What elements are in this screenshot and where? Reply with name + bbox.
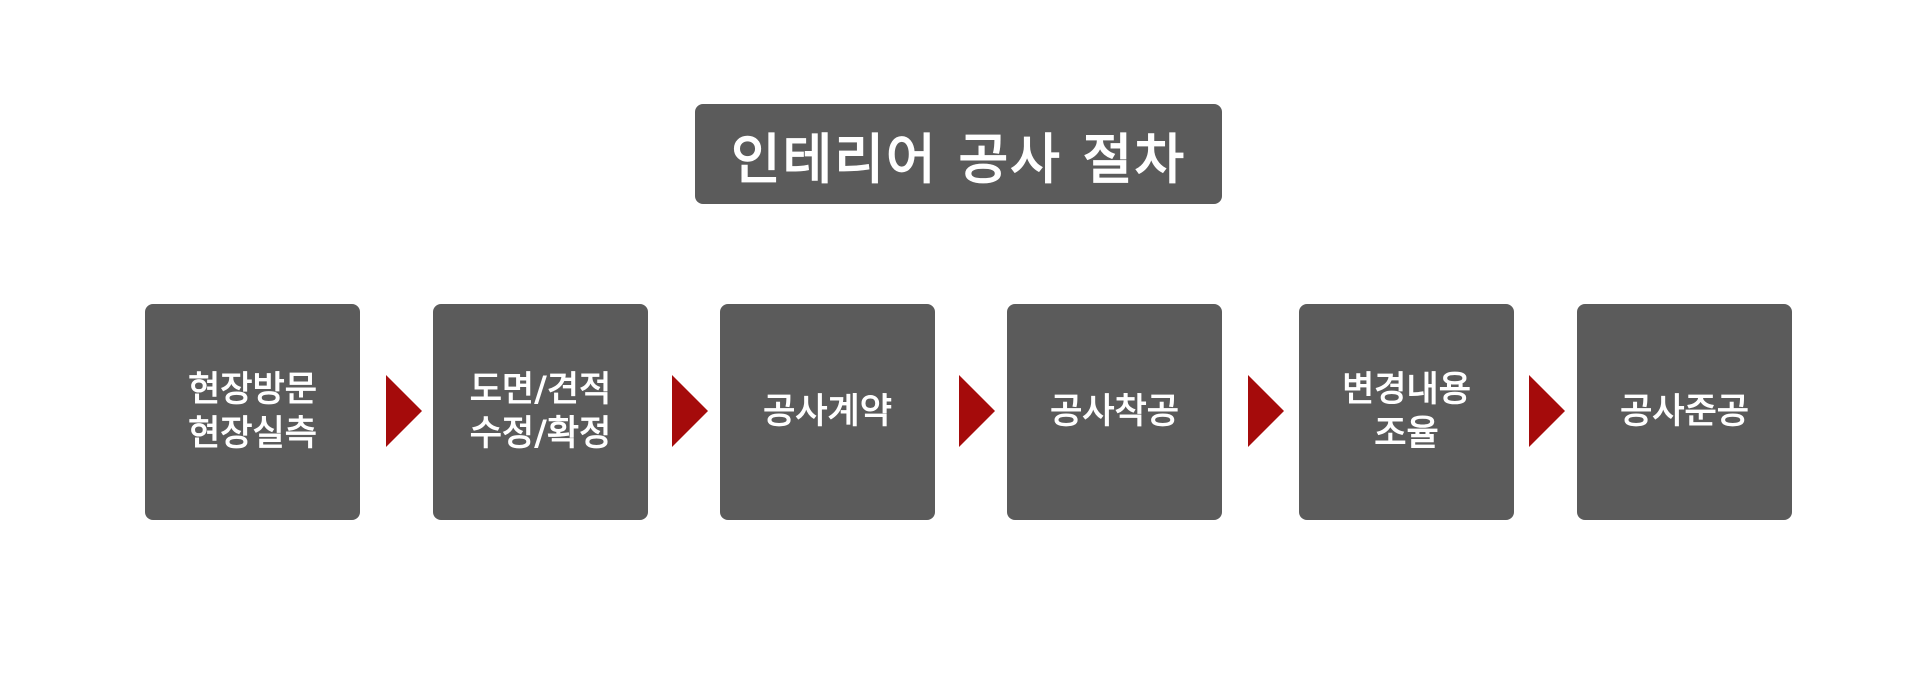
step-completion: 공사준공	[1577, 304, 1792, 520]
arrow-right-icon	[959, 375, 995, 447]
step-3-line-1: 공사계약	[763, 392, 892, 432]
diagram-title-text: 인테리어 공사 절차	[730, 127, 1187, 191]
step-2-line-1: 도면/견적	[469, 370, 612, 410]
step-4-line-1: 공사착공	[1050, 392, 1179, 432]
step-5-line-1: 변경내용	[1342, 370, 1471, 410]
arrow-right-icon	[1529, 375, 1565, 447]
step-1-line-1: 현장방문	[188, 370, 317, 410]
step-construction-start: 공사착공	[1007, 304, 1222, 520]
step-site-visit: 현장방문 현장실측	[145, 304, 360, 520]
step-change-adjustment: 변경내용 조율	[1299, 304, 1514, 520]
step-drawing-estimate: 도면/견적 수정/확정	[433, 304, 648, 520]
arrow-right-icon	[672, 375, 708, 447]
arrow-right-icon	[386, 375, 422, 447]
step-1-line-2: 현장실측	[188, 414, 317, 454]
step-contract: 공사계약	[720, 304, 935, 520]
step-2-line-2: 수정/확정	[469, 414, 612, 454]
diagram-title: 인테리어 공사 절차	[695, 104, 1222, 204]
step-6-line-1: 공사준공	[1620, 392, 1749, 432]
arrow-right-icon	[1248, 375, 1284, 447]
step-5-line-2: 조율	[1374, 414, 1439, 454]
